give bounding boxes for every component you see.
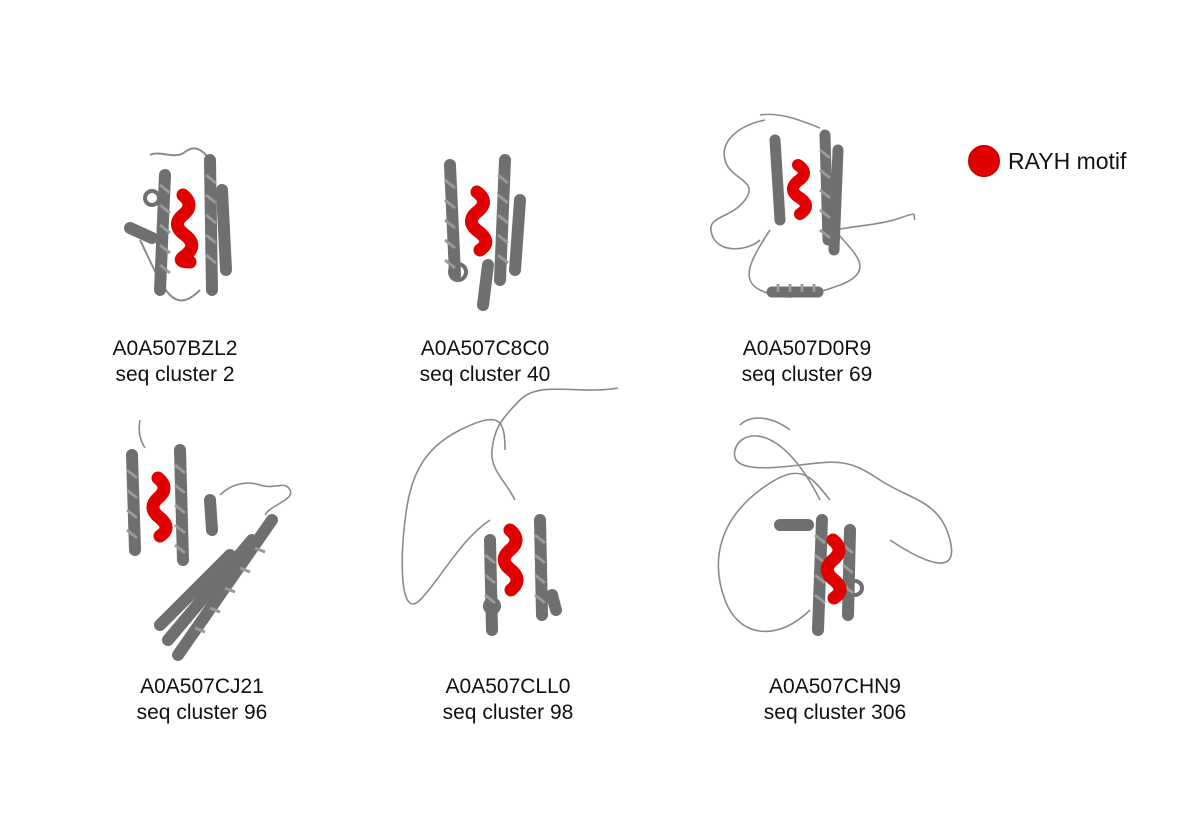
red-circle-icon (968, 145, 1000, 177)
rayh-motif-helix (787, 159, 812, 220)
panel-caption: A0A507C8C0 seq cluster 40 (405, 336, 565, 388)
panel-caption: A0A507D0R9 seq cluster 69 (727, 336, 887, 388)
protein-id: A0A507C8C0 (420, 337, 550, 360)
panel-caption: A0A507CLL0 seq cluster 98 (428, 674, 588, 726)
legend: RAYH motif (968, 144, 1126, 178)
rayh-motif-helix (465, 185, 493, 257)
rayh-motif-helix (820, 533, 847, 605)
panel-caption: A0A507BZL2 seq cluster 2 (95, 336, 255, 388)
legend-label: RAYH motif (1008, 147, 1127, 174)
seq-cluster-label: seq cluster 98 (442, 701, 574, 724)
protein-id: A0A507BZL2 (112, 337, 238, 360)
rayh-motif-helix (171, 188, 199, 269)
protein-id: A0A507CHN9 (769, 675, 901, 698)
seq-cluster-label: seq cluster 306 (763, 701, 907, 724)
seq-cluster-label: seq cluster 40 (419, 363, 551, 386)
protein-id: A0A507CLL0 (445, 675, 571, 698)
protein-id: A0A507D0R9 (742, 337, 872, 360)
panel-caption: A0A507CHN9 seq cluster 306 (755, 674, 915, 726)
panel-caption: A0A507CJ21 seq cluster 96 (122, 674, 282, 726)
rayh-motif-helix (497, 523, 524, 597)
rayh-motif-helix (146, 471, 173, 543)
seq-cluster-label: seq cluster 96 (136, 701, 268, 724)
seq-cluster-label: seq cluster 69 (741, 363, 873, 386)
protein-id: A0A507CJ21 (140, 675, 264, 698)
seq-cluster-label: seq cluster 2 (115, 363, 235, 386)
